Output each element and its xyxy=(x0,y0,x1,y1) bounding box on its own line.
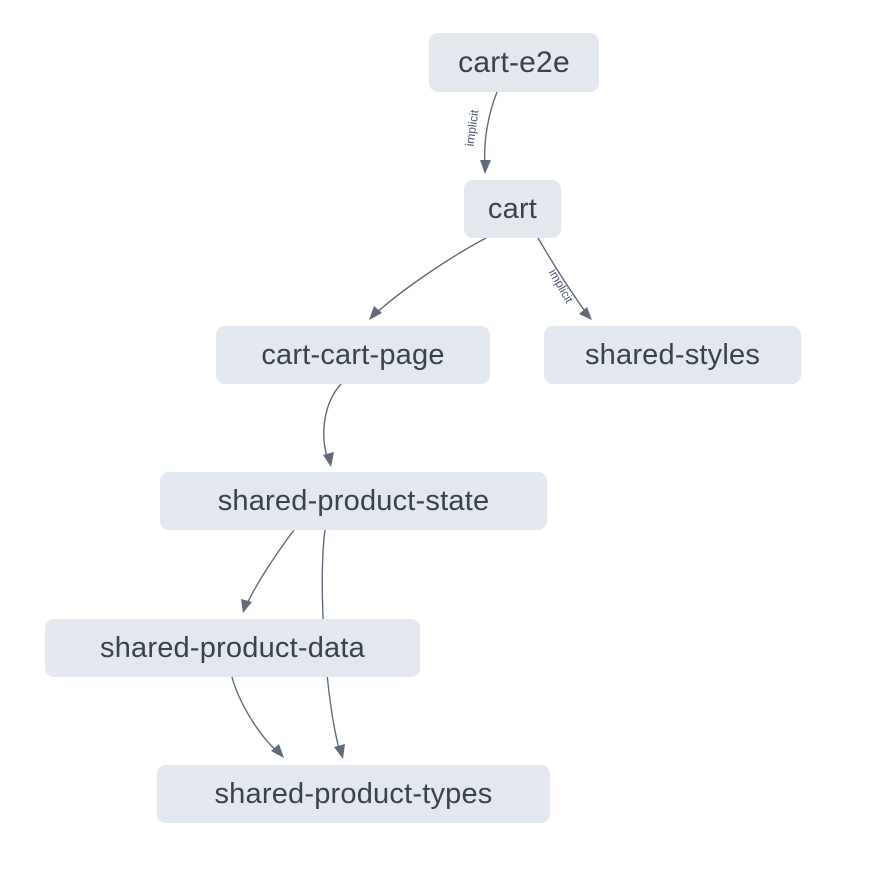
edge-line xyxy=(483,91,498,167)
arrowhead-icon xyxy=(369,306,382,320)
arrowhead-icon xyxy=(480,160,491,174)
graph-node-label: shared-product-types xyxy=(214,777,493,810)
edge-shared-product-data-to-shared-product-types xyxy=(231,676,284,758)
graph-node-label: shared-styles xyxy=(584,338,761,371)
edge-shared-product-state-to-shared-product-data xyxy=(241,529,295,613)
edge-line xyxy=(323,383,342,461)
graph-node-cart[interactable]: cart xyxy=(464,180,561,238)
graph-node-shared-product-types[interactable]: shared-product-types xyxy=(157,765,550,823)
arrowhead-icon xyxy=(579,307,592,320)
graph-node-shared-product-state[interactable]: shared-product-state xyxy=(160,472,547,530)
edge-cart-to-cart-cart-page xyxy=(369,237,487,320)
arrowhead-icon xyxy=(323,452,334,467)
arrowhead-icon xyxy=(241,599,252,613)
graph-node-cart-e2e[interactable]: cart-e2e xyxy=(429,33,599,92)
edge-line xyxy=(537,237,588,315)
graph-node-shared-styles[interactable]: shared-styles xyxy=(544,326,801,384)
edge-line xyxy=(245,529,295,607)
edge-cart-e2e-to-cart xyxy=(480,91,498,174)
edge-cart-cart-page-to-shared-product-state xyxy=(323,383,342,467)
arrowhead-icon xyxy=(334,744,345,759)
graph-node-label: shared-product-state xyxy=(217,484,490,517)
graph-node-label: cart xyxy=(487,192,538,225)
graph-node-shared-product-data[interactable]: shared-product-data xyxy=(45,619,420,677)
edge-line xyxy=(374,237,487,315)
edge-line xyxy=(231,676,279,753)
arrowhead-icon xyxy=(271,744,284,758)
graph-node-label: shared-product-data xyxy=(100,631,365,664)
graph-node-cart-cart-page[interactable]: cart-cart-page xyxy=(216,326,490,384)
graph-node-label: cart-cart-page xyxy=(261,338,445,371)
edge-cart-to-shared-styles xyxy=(537,237,592,320)
graph-node-label: cart-e2e xyxy=(458,45,570,79)
